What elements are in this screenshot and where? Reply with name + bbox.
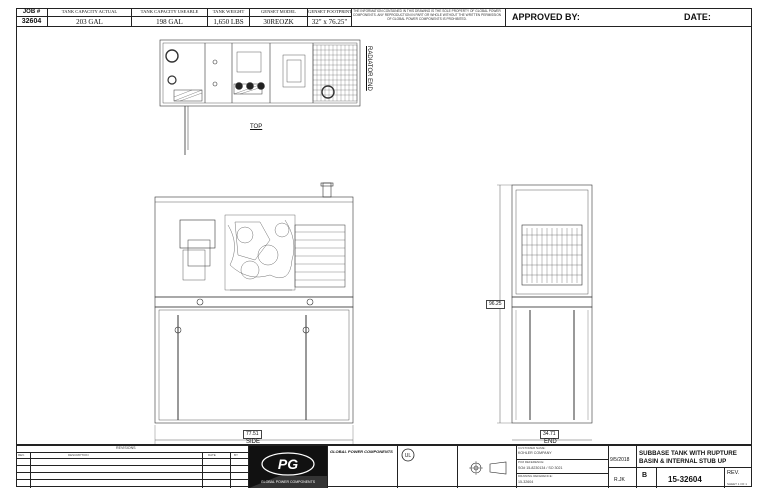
drawn-by: R.JK	[614, 477, 625, 483]
drawing-ref-value: 15-32604	[518, 480, 534, 484]
side-view	[154, 182, 354, 445]
po-label: PO# REFERENCE:	[518, 460, 545, 464]
end-view-label: END	[544, 439, 557, 445]
tank-weight-value: 1,650 LBS	[213, 18, 244, 26]
tank-usable-cell: TANK CAPACITY USEABLE 198 GAL	[132, 8, 208, 26]
approval-box: APPROVED BY: DATE:	[505, 9, 753, 26]
tank-actual-cell: TANK CAPACITY ACTUAL 203 GAL	[48, 8, 132, 26]
tank-actual-label: TANK CAPACITY ACTUAL	[48, 8, 131, 17]
side-width-dimension: 77.51	[243, 430, 262, 439]
genset-model-cell: GENSET MODEL 30REOZK	[250, 8, 308, 26]
description-col-label: DESCRIPTION	[68, 453, 89, 457]
po-value: SO# 15-8230134 / SO 3021	[518, 466, 563, 470]
tank-usable-value: 198 GAL	[156, 18, 183, 26]
drawing-date: 9/5/2018	[610, 457, 630, 463]
tank-weight-label: TANK WEIGHT	[208, 8, 249, 17]
customer-value: KOHLER COMPANY	[518, 451, 552, 455]
radiator-side	[295, 231, 345, 281]
job-cell: JOB # 32604	[16, 8, 48, 26]
genset-model-value: 30REOZK	[263, 18, 294, 26]
footprint-cell: GENSET FOOTPRINT 32" x 76.25"	[308, 8, 352, 26]
end-width-dimension: 34.71	[540, 430, 559, 439]
projection-symbol-icon	[469, 461, 507, 475]
footprint-value: 32" x 76.25"	[311, 18, 348, 26]
end-height-dimension: 96.25	[486, 300, 505, 309]
drawing-ref-label: DRAWING REFERENCE:	[518, 474, 553, 478]
approved-by-label: APPROVED BY:	[512, 12, 580, 22]
tank-weight-cell: TANK WEIGHT 1,650 LBS	[208, 8, 250, 26]
date-label: DATE:	[684, 12, 711, 22]
logo-subtitle: GLOBAL POWER COMPONENTS	[260, 480, 316, 484]
title-block: REVISIONS REV. DESCRIPTION DATE BY PG GL…	[16, 444, 752, 488]
tank-actual-value: 203 GAL	[76, 18, 103, 26]
radiator-end-label: RADIATOR END	[366, 46, 372, 91]
svg-text:UL: UL	[405, 453, 412, 459]
gpc-logo: PG	[249, 446, 327, 488]
top-view-label: TOP	[250, 124, 263, 130]
drawing-size: B	[642, 472, 648, 479]
drawing-frame	[16, 8, 752, 487]
tank-usable-label: TANK CAPACITY USEABLE	[132, 8, 207, 17]
rev-col-label: REV.	[18, 453, 25, 457]
radiator-grid	[313, 45, 357, 101]
drawing-title: SUBBASE TANK WITH RUPTURE BASIN & INTERN…	[639, 450, 737, 465]
header-row: JOB # 32604 TANK CAPACITY ACTUAL 203 GAL…	[16, 8, 752, 27]
certification-icon: UL	[401, 448, 415, 462]
sheet-number: SHEET 1 OF 1	[727, 482, 747, 486]
date-col-label: DATE	[208, 453, 216, 457]
top-view	[159, 39, 361, 155]
by-col-label: BY	[234, 453, 239, 457]
customer-label: CUSTOMER NAME:	[518, 446, 546, 450]
job-value: 32604	[21, 18, 42, 25]
company-name: GLOBAL POWER COMPONENTS	[330, 449, 393, 454]
side-view-label: SIDE	[246, 439, 261, 445]
job-label: JOB #	[16, 8, 47, 17]
genset-model-label: GENSET MODEL	[250, 8, 307, 17]
svg-text:PG: PG	[278, 456, 298, 472]
drawing-number: 15-32604	[668, 475, 702, 484]
end-view	[497, 184, 593, 441]
revisions-label: REVISIONS	[116, 446, 136, 450]
proprietary-notice: THE INFORMATION CONTAINED IN THIS DRAWIN…	[352, 9, 502, 21]
rev-label: REV.	[727, 470, 740, 476]
engine-detail	[224, 214, 296, 291]
footprint-label: GENSET FOOTPRINT	[308, 8, 351, 17]
